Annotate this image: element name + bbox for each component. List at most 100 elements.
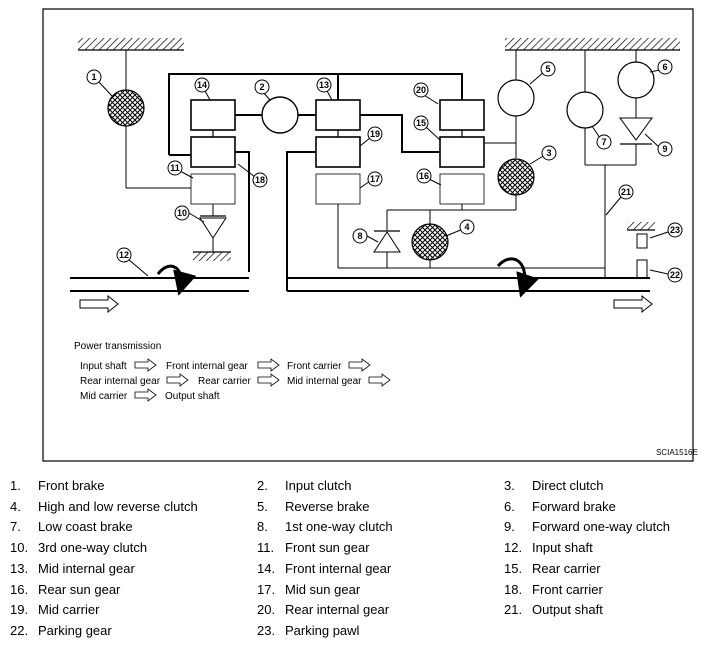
power-line-1: Input shaft Front internal gear Front ca…	[80, 358, 371, 372]
legend-number: 5.	[257, 498, 268, 514]
svg-text:Front internal gear: Front internal gear	[166, 361, 248, 372]
svg-text:20: 20	[416, 85, 426, 95]
legend-label: Front internal gear	[285, 560, 392, 576]
legend-number: 19.	[10, 602, 29, 618]
callout-9: 9	[644, 133, 673, 157]
svg-text:18: 18	[255, 175, 265, 185]
legend-number: 23.	[257, 622, 276, 638]
input-flow-arrow-icon	[79, 294, 119, 314]
mid-internal-gear-box	[315, 99, 361, 131]
legend-number: 10.	[10, 540, 29, 556]
legend-label: Input clutch	[285, 478, 352, 493]
svg-text:Rear carrier: Rear carrier	[198, 376, 251, 387]
svg-text:10: 10	[177, 208, 187, 218]
flow-arrow-icon	[368, 373, 391, 387]
legend-number: 15.	[504, 560, 523, 576]
input-clutch	[261, 96, 299, 134]
legend-number: 20.	[257, 602, 276, 618]
callout-20: 20	[413, 82, 439, 105]
callout-6: 6	[649, 59, 673, 75]
transmission-diagram: 1 2 3 4 5 6 7 8 9 10 11 12 13 14 15 16 1…	[42, 8, 698, 462]
callout-8: 8	[352, 228, 379, 244]
callout-19: 19	[359, 126, 383, 147]
legend-label: Mid internal gear	[38, 560, 135, 576]
svg-text:Output shaft: Output shaft	[165, 391, 220, 402]
svg-text:15: 15	[416, 118, 426, 128]
front-carrier-box	[190, 136, 236, 168]
legend-number: 6.	[504, 498, 515, 514]
low-coast-brake	[566, 91, 604, 129]
reverse-brake	[497, 79, 535, 117]
legend-label: Direct clutch	[532, 478, 604, 493]
svg-text:12: 12	[119, 250, 129, 260]
forward-one-way-clutch	[619, 117, 653, 141]
legend-number: 7.	[10, 519, 21, 535]
legend-label: Mid sun gear	[285, 581, 361, 597]
callout-17: 17	[359, 171, 383, 189]
input-rotation-icon	[156, 264, 197, 296]
legend-label: Forward brake	[532, 498, 616, 514]
housing-parking	[627, 222, 655, 230]
legend-number: 18.	[504, 581, 523, 597]
svg-text:3: 3	[546, 148, 551, 158]
callout-4: 4	[445, 219, 475, 237]
legend-label: Front brake	[38, 478, 105, 493]
svg-text:Mid carrier: Mid carrier	[80, 391, 128, 402]
legend-label: Rear internal gear	[285, 602, 390, 618]
svg-text:4: 4	[464, 222, 469, 232]
callout-14: 14	[194, 77, 211, 101]
legend-number: 4.	[10, 498, 21, 514]
svg-text:19: 19	[370, 129, 380, 139]
legend-label: 1st one-way clutch	[285, 519, 393, 535]
callout-12: 12	[116, 247, 149, 277]
legend-number: 16.	[10, 581, 29, 597]
third-one-way-clutch	[199, 217, 227, 239]
power-line-3: Mid carrier Output shaft	[80, 388, 220, 402]
legend-number: 9.	[504, 519, 515, 535]
callout-3: 3	[529, 145, 557, 165]
svg-text:Rear internal gear: Rear internal gear	[80, 376, 161, 387]
legend-number: 2.	[257, 478, 268, 493]
legend-label: Front sun gear	[285, 540, 370, 556]
svg-text:5: 5	[545, 64, 550, 74]
svg-text:Front carrier: Front carrier	[287, 361, 342, 372]
legend-number: 13.	[10, 560, 29, 576]
legend-number: 17.	[257, 581, 276, 597]
legend-number: 1.	[10, 478, 21, 493]
direct-clutch	[497, 158, 535, 196]
svg-text:6: 6	[662, 62, 667, 72]
legend-label: Parking pawl	[285, 622, 360, 638]
legend-number: 8.	[257, 519, 268, 535]
callout-15: 15	[413, 115, 441, 141]
parking-pawl	[636, 233, 648, 249]
flow-arrow-icon	[166, 373, 189, 387]
power-line-2: Rear internal gear Rear carrier Mid inte…	[80, 373, 391, 387]
legend-number: 22.	[10, 622, 29, 638]
legend-label: Rear sun gear	[38, 581, 121, 597]
flow-arrow-icon	[257, 358, 280, 372]
front-sun-gear-box	[190, 173, 236, 205]
callout-18: 18	[237, 163, 268, 188]
rear-sun-gear-box	[439, 173, 485, 205]
callout-1: 1	[86, 69, 113, 97]
legend-label: Input shaft	[532, 540, 593, 556]
housing-right	[505, 38, 680, 50]
callout-5: 5	[529, 61, 556, 85]
callout-23: 23	[649, 222, 683, 239]
legend-label: Mid carrier	[38, 602, 100, 618]
high-low-reverse-clutch	[411, 223, 449, 261]
callout-22: 22	[649, 267, 683, 283]
legend-label: High and low reverse clutch	[38, 498, 198, 514]
legend-number: 3.	[504, 478, 515, 493]
callout-16: 16	[416, 168, 442, 186]
svg-text:11: 11	[170, 163, 180, 173]
flow-arrow-icon	[134, 388, 157, 402]
legend-number: 12.	[504, 540, 523, 556]
legend-label: Rear carrier	[532, 560, 601, 576]
legend-label: 3rd one-way clutch	[38, 540, 148, 556]
flow-arrow-icon	[134, 358, 157, 372]
forward-brake	[617, 61, 655, 99]
svg-text:22: 22	[670, 270, 680, 280]
svg-text:Input shaft: Input shaft	[80, 361, 127, 372]
callouts: 1 2 3 4 5 6 7 8 9 10 11 12 13 14 15 16 1…	[86, 59, 683, 283]
